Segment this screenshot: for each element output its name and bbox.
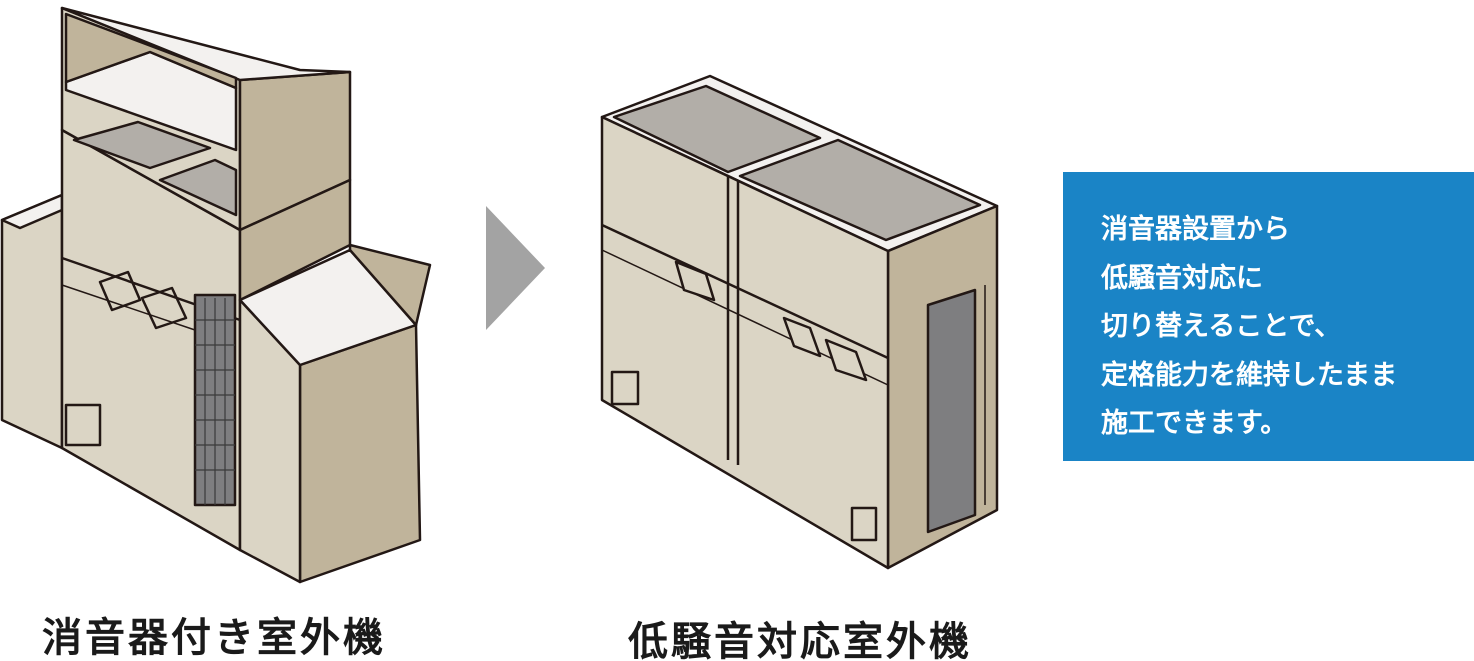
right-hood-side [298,323,422,584]
side-grille [926,288,977,534]
note-line-4: 定格能力を維持したまま [1101,359,1398,391]
silencer-outdoor-unit [0,6,432,584]
service-cover-left [610,370,640,406]
low-noise-outdoor-unit [600,74,999,570]
left-unit-caption: 消音器付き室外機 [42,615,386,661]
fan-top-left [612,84,822,174]
fan-top-right [158,158,238,217]
service-cover [64,403,102,447]
fan-top-left [72,120,212,170]
vent-slot-1 [674,260,716,302]
shelf-back-wall [64,12,238,90]
vent-slot-2 [782,316,822,358]
right-triangle-arrow-icon [486,206,545,330]
left-hood-front [0,193,64,450]
vent-slot-3 [824,338,868,382]
note-line-5: 施工できます。 [1101,408,1288,439]
unit-front [600,115,890,570]
panel-seam-2 [61,284,196,331]
service-cover-right [850,506,878,542]
benefit-note-box: 消音器設置から 低騒音対応に 切り替えることで、 定格能力を維持したまま 施工で… [1063,172,1474,461]
note-line-3: 切り替えることで、 [1101,311,1342,342]
fan-top-right [738,138,982,242]
panel-seam [601,223,889,360]
note-line-2: 低騒音対応に [1101,262,1263,294]
grille-grid [195,298,235,505]
note-line-1: 消音器設置から [1101,214,1290,245]
right-hood-back [348,243,432,327]
right-unit-caption: 低騒音対応室外機 [628,619,972,661]
